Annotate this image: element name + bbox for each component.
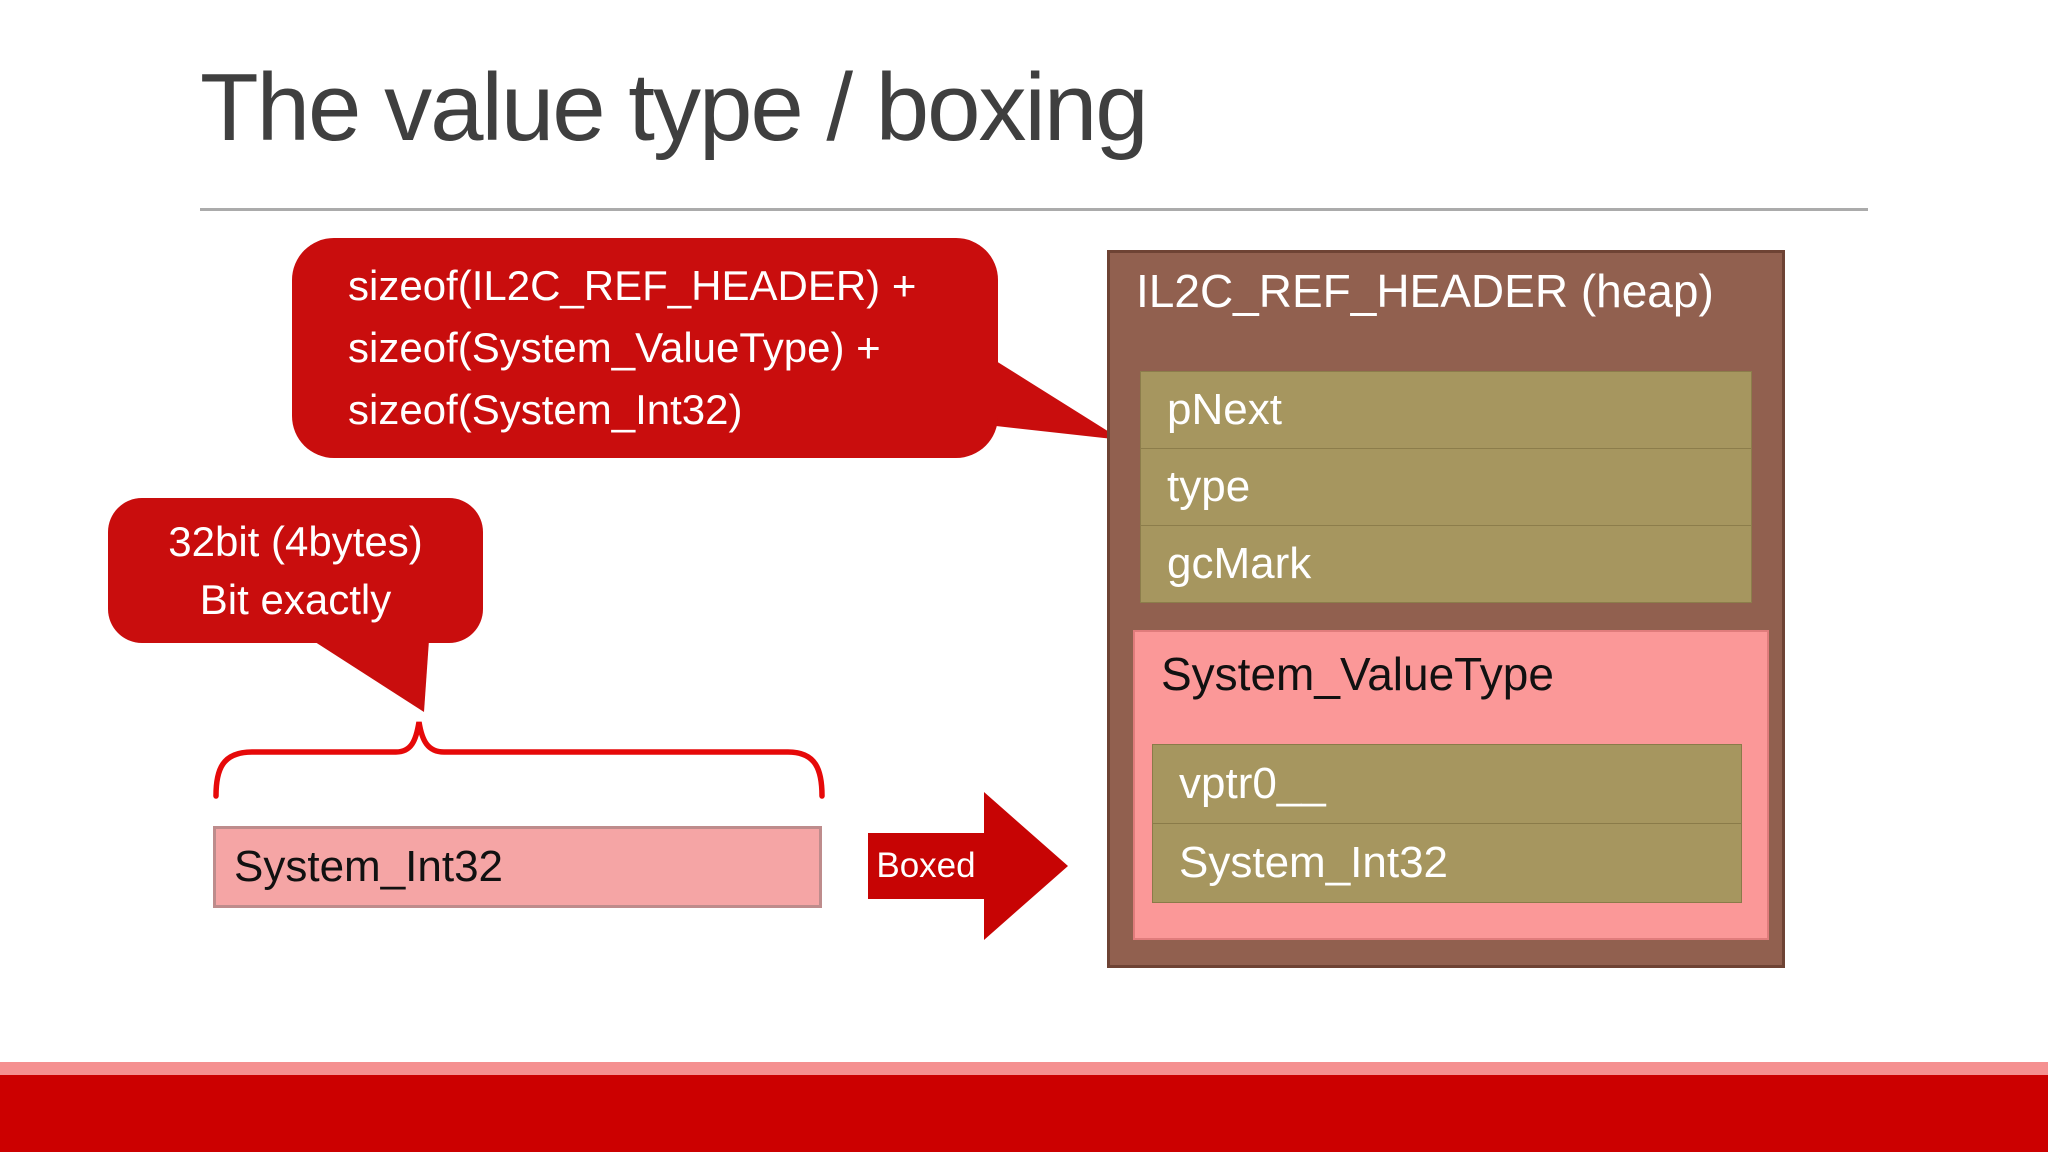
value-type-field-system-int32: System_Int32 xyxy=(1152,823,1742,903)
callout-bits: 32bit (4bytes) Bit exactly xyxy=(108,498,483,643)
brace xyxy=(213,721,825,799)
callout-sizeof-line: sizeof(IL2C_REF_HEADER) + xyxy=(348,262,917,309)
bottom-salmon-strip xyxy=(0,1062,2048,1075)
callout-bits-line: Bit exactly xyxy=(199,575,392,623)
value-type-box: System_ValueType vptr0__ System_Int32 xyxy=(1133,630,1769,940)
page-title: The value type / boxing xyxy=(200,54,1149,161)
system-int32-value-label: System_Int32 xyxy=(234,842,504,891)
callout-sizeof-line: sizeof(System_ValueType) + xyxy=(348,324,881,371)
heap-header-fields: pNext type gcMark xyxy=(1140,371,1752,603)
bottom-red-bar xyxy=(0,1075,2048,1152)
callout-sizeof-tail xyxy=(996,361,1122,440)
heap-field-type: type xyxy=(1140,448,1752,526)
value-type-field-vptr0: vptr0__ xyxy=(1152,744,1742,824)
heap-field-pnext: pNext xyxy=(1140,371,1752,449)
title-divider xyxy=(200,208,1868,211)
value-type-box-title: System_ValueType xyxy=(1161,648,1554,700)
callout-sizeof-line: sizeof(System_Int32) xyxy=(348,386,743,433)
boxed-arrow-label: Boxed xyxy=(876,846,976,885)
heap-box-title: IL2C_REF_HEADER (heap) xyxy=(1136,265,1714,317)
value-type-fields: vptr0__ System_Int32 xyxy=(1152,744,1742,903)
system-int32-value-box: System_Int32 xyxy=(213,826,822,908)
heap-field-gcmark: gcMark xyxy=(1140,525,1752,603)
callout-sizeof: sizeof(IL2C_REF_HEADER) + sizeof(System_… xyxy=(292,238,998,458)
callout-bits-tail xyxy=(312,640,429,712)
callout-bits-line: 32bit (4bytes) xyxy=(168,517,423,565)
heap-box: IL2C_REF_HEADER (heap) pNext type gcMark… xyxy=(1107,250,1785,968)
